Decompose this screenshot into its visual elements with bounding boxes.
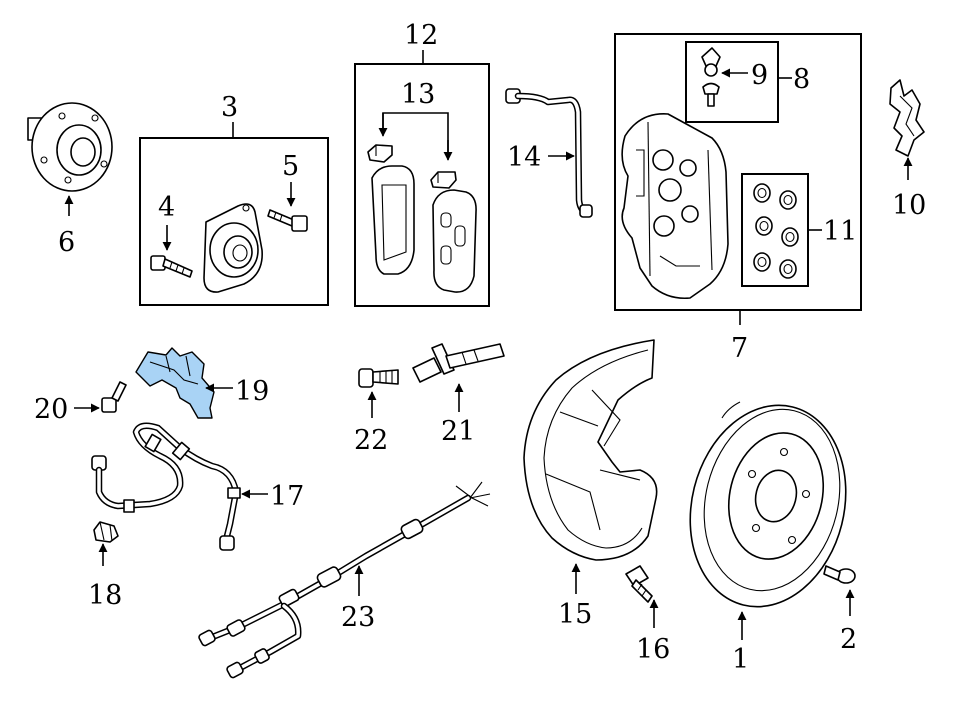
part-7-caliper[interactable] xyxy=(621,113,729,300)
group-3-box xyxy=(139,137,329,306)
part-20-bolt[interactable] xyxy=(101,381,127,413)
callout-11: 11 xyxy=(823,216,857,247)
callout-3: 3 xyxy=(221,92,238,123)
callout-20: 20 xyxy=(34,394,68,425)
callout-10: 10 xyxy=(892,190,926,221)
callout-9: 9 xyxy=(751,60,768,91)
part-3-bearing-housing[interactable] xyxy=(203,203,263,293)
callout-4: 4 xyxy=(158,192,175,223)
callout-22: 22 xyxy=(354,425,388,456)
part-21-guide-pin[interactable] xyxy=(412,343,505,383)
part-16-bolt[interactable] xyxy=(625,565,653,603)
part-6-hub[interactable] xyxy=(27,102,113,192)
part-4-bolt[interactable] xyxy=(150,255,193,278)
callout-2: 2 xyxy=(840,624,857,655)
callout-1: 1 xyxy=(732,644,749,675)
part-5-bolt[interactable] xyxy=(267,209,308,232)
part-10-spring-clip[interactable] xyxy=(889,79,925,157)
callout-12: 12 xyxy=(404,20,438,51)
group-11-box xyxy=(741,173,809,287)
callout-6: 6 xyxy=(58,227,75,258)
part-17-speed-sensor-harness[interactable] xyxy=(91,422,241,551)
callout-7: 7 xyxy=(731,333,748,364)
callout-18: 18 xyxy=(88,580,122,611)
part-2-screw[interactable] xyxy=(823,565,856,584)
part-14-wear-sensor[interactable] xyxy=(505,88,593,218)
part-11-piston-seals[interactable] xyxy=(753,183,799,279)
part-19-bracket[interactable] xyxy=(135,347,215,419)
part-12-brake-pad-right[interactable] xyxy=(432,189,477,293)
part-9-bleeder-valve[interactable] xyxy=(701,47,721,107)
part-13-pad-clip-right[interactable] xyxy=(430,171,457,189)
callout-14: 14 xyxy=(507,142,541,173)
group-7-box xyxy=(614,33,862,311)
group-12-box xyxy=(354,63,490,307)
part-12-brake-pad-left[interactable] xyxy=(371,165,415,275)
callout-21: 21 xyxy=(441,416,475,447)
callout-17: 17 xyxy=(270,481,304,512)
part-1-brake-rotor[interactable] xyxy=(670,389,867,624)
part-23-wear-sensor-harness[interactable] xyxy=(198,481,491,679)
part-22-bolt[interactable] xyxy=(358,368,399,388)
group-8-box xyxy=(685,41,779,123)
callout-23: 23 xyxy=(341,602,375,633)
callout-8: 8 xyxy=(793,64,810,95)
callout-13: 13 xyxy=(401,79,435,110)
part-18-clip[interactable] xyxy=(93,521,119,543)
callout-15: 15 xyxy=(558,599,592,630)
part-15-dust-shield[interactable] xyxy=(523,339,658,561)
part-13-pad-clip-left[interactable] xyxy=(367,144,393,163)
callout-5: 5 xyxy=(282,151,299,182)
callout-16: 16 xyxy=(636,634,670,665)
callout-19: 19 xyxy=(235,376,269,407)
